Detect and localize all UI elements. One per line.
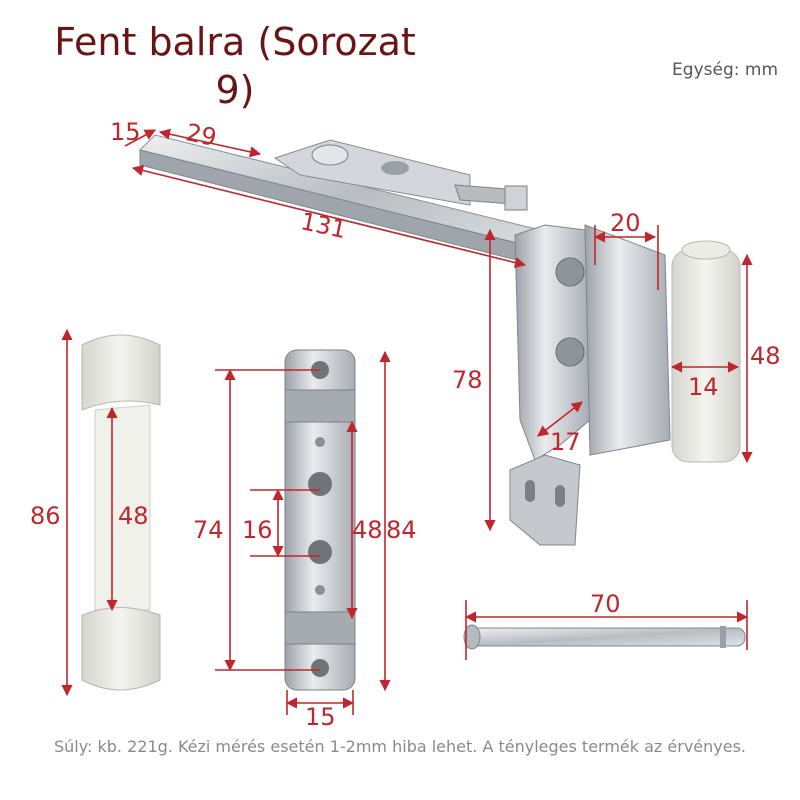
dim-label-arm-height: 78 [452, 366, 483, 394]
dim-label-hinge-offset: 17 [550, 428, 581, 456]
dim-label-arm-offset: 15 [110, 118, 141, 146]
dim-label-arm-slot: 29 [183, 118, 219, 152]
mounting-plate [284, 349, 356, 691]
footer-note: Súly: kb. 221g. Kézi mérés esetén 1-2mm … [53, 737, 747, 756]
dimension-lines [61, 128, 753, 715]
unit-label: Egység: mm [672, 60, 778, 80]
hinge-pin [463, 624, 746, 650]
dim-label-frame-width: 20 [610, 209, 641, 237]
page-title: Fent balra (Sorozat 9) [54, 20, 416, 112]
dim-label-sleeve-diameter: 14 [688, 373, 719, 401]
dim-label-plate-height: 84 [386, 516, 417, 544]
dim-label-sleeve-height: 48 [750, 342, 781, 370]
dim-label-pin-length: 70 [590, 590, 621, 618]
dim-label-plate-inner: 48 [352, 516, 383, 544]
dim-label-plate-width: 15 [305, 703, 336, 731]
dim-label-plate-hole-pitch: 16 [242, 516, 273, 544]
dim-label-plate-holes-span: 74 [193, 516, 224, 544]
dimension-labels: 15 29 131 20 78 48 14 17 86 48 74 16 48 … [30, 118, 781, 731]
dim-label-cover-gap: 48 [118, 502, 149, 530]
dim-label-cover-height: 86 [30, 502, 61, 530]
